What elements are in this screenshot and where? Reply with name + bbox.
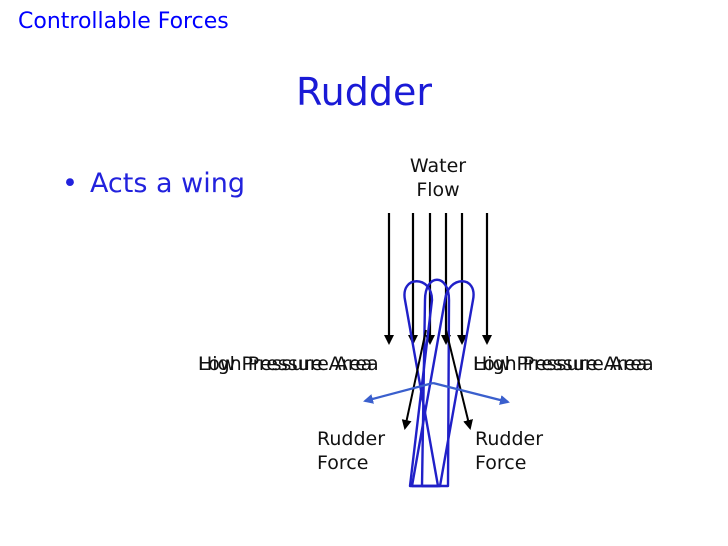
low-pressure-label-right: Low Pressure Area	[473, 353, 648, 375]
water-flow-line2: Flow	[416, 179, 460, 202]
pressure-arrow-left	[363, 381, 434, 404]
rudder-blade-right	[410, 280, 475, 488]
rudder-force-right-line2: Force	[475, 451, 527, 474]
rudder-blade-left	[403, 280, 440, 488]
force-arrow-right	[445, 329, 473, 430]
water-flow-arrows	[384, 213, 492, 345]
bullet-item: • Acts a wing	[62, 168, 245, 199]
low-pressure-label-left: Low Pressure Area	[198, 353, 373, 375]
rudder-force-left-line1: Rudder	[317, 428, 386, 450]
rudder-force-arrows	[401, 329, 473, 430]
rudder-force-label-left: Rudder Force	[317, 428, 385, 476]
slide-title: Rudder	[295, 70, 433, 114]
rudder-force-left-line2: Force	[317, 451, 369, 474]
bullet-text: Acts a wing	[89, 168, 245, 199]
rudder-force-right-line1: Rudder	[475, 428, 544, 450]
bullet-dot: •	[62, 168, 78, 199]
force-arrow-left	[401, 329, 427, 430]
rudder-force-label-right: Rudder Force	[475, 428, 543, 476]
high-pressure-label-left: High Pressure Area	[198, 353, 379, 375]
section-title: Controllable Forces	[18, 9, 229, 34]
water-flow-line1: Water	[409, 155, 467, 177]
water-flow-label: Water Flow	[386, 154, 490, 203]
rudder-blade-center	[420, 278, 451, 488]
rudder-outline	[403, 278, 475, 488]
pressure-arrow-right	[432, 381, 510, 405]
high-pressure-label-right: High Pressure Area	[473, 353, 654, 375]
pressure-arrows	[363, 381, 510, 405]
